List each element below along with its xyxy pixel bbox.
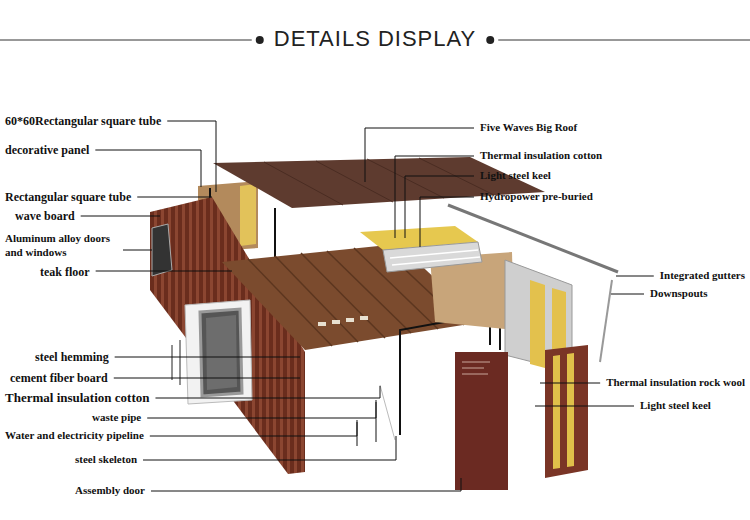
container-end-door xyxy=(455,352,508,490)
callout-label: cement fiber board xyxy=(10,371,108,386)
roof-panel xyxy=(316,161,393,202)
cement-fiber-panel xyxy=(185,300,252,404)
callout-label: waste pipe xyxy=(92,411,141,425)
leader-lines xyxy=(167,121,216,192)
leader-lines xyxy=(405,176,474,238)
leader-lines xyxy=(81,216,160,217)
steel-skeleton xyxy=(380,385,395,440)
steel-column xyxy=(274,208,276,262)
leader-lines xyxy=(150,422,357,436)
gutter-and-downspout xyxy=(448,205,618,272)
gutter-and-downspout xyxy=(600,280,612,362)
callout-label: 60*60Rectangular square tube xyxy=(5,114,161,129)
callout-label: Five Waves Big Roof xyxy=(480,121,577,135)
callout-label: Rectangular square tube xyxy=(5,190,131,205)
roof-insulation-layers xyxy=(392,257,480,265)
callout-label: steel hemming xyxy=(35,350,109,365)
gutter-and-downspout xyxy=(448,205,618,362)
callout-label: Light steel keel xyxy=(640,399,711,413)
container-end-door xyxy=(545,345,588,478)
leader-lines xyxy=(535,406,634,407)
page-title: DETAILS DISPLAY xyxy=(274,26,476,51)
title-rule xyxy=(0,40,252,41)
leader-lines xyxy=(114,378,300,379)
leader-lines xyxy=(81,121,654,491)
container-end-door xyxy=(553,355,560,469)
leader-lines xyxy=(540,383,600,384)
callout-label: Aluminum alloy doors and windows xyxy=(5,232,117,260)
decorative-panel xyxy=(240,184,256,246)
title-rule xyxy=(256,36,264,44)
container-end-door xyxy=(462,368,484,369)
callout-label: Water and electricity pipeline xyxy=(5,429,144,443)
title-rule xyxy=(498,40,750,41)
cement-fiber-panel xyxy=(172,345,173,380)
callout-label: Downspouts xyxy=(650,287,707,301)
leader-lines xyxy=(147,402,376,418)
leader-lines xyxy=(616,276,654,277)
leader-lines xyxy=(151,478,461,491)
container-end-door xyxy=(462,362,490,363)
callout-label: Thermal insulation rock wool xyxy=(606,376,745,390)
callout-label: wave board xyxy=(15,209,75,224)
wave-board-wall xyxy=(150,197,305,474)
callout-label: decorative panel xyxy=(5,143,89,158)
teak-floor xyxy=(318,322,326,326)
callout-label: Thermal insulation cotton xyxy=(5,390,149,406)
leader-lines xyxy=(137,197,212,198)
leader-lines xyxy=(155,386,380,398)
roof-insulation-layers xyxy=(360,226,514,330)
callout-label: Thermal insulation cotton xyxy=(480,149,602,163)
roof-insulation-layers xyxy=(390,250,478,258)
leader-lines xyxy=(96,271,232,272)
container-end-door xyxy=(455,345,588,490)
callout-label: Integrated gutters xyxy=(660,269,745,283)
side-rock-wool-panel xyxy=(530,280,545,368)
cement-fiber-panel xyxy=(172,300,252,404)
leader-lines xyxy=(611,294,644,295)
callout-label: Light steel keel xyxy=(480,169,551,183)
leader-lines xyxy=(123,250,152,251)
teak-floor xyxy=(346,318,354,322)
callout-label: Hydropower pre-buried xyxy=(480,190,593,204)
teak-floor xyxy=(360,316,368,320)
roof-insulation-layers xyxy=(383,242,482,272)
title-bar: DETAILS DISPLAY xyxy=(0,26,750,52)
callout-label: Assembly door xyxy=(75,484,145,498)
wave-board-wall xyxy=(150,197,305,474)
title-rule xyxy=(486,36,494,44)
leader-lines xyxy=(143,436,396,460)
callout-label: teak floor xyxy=(40,265,90,280)
wave-board-wall xyxy=(152,224,172,276)
roof-panel xyxy=(264,162,343,205)
callout-label: steel skeleton xyxy=(75,453,137,467)
leader-lines xyxy=(115,357,300,358)
leader-lines xyxy=(365,128,474,182)
cement-fiber-panel xyxy=(206,315,237,390)
leader-lines xyxy=(420,197,474,247)
cement-fiber-panel xyxy=(200,309,242,396)
container-end-door xyxy=(567,353,574,467)
container-end-door xyxy=(462,374,488,375)
leader-lines xyxy=(95,150,201,187)
teak-floor xyxy=(332,320,340,324)
